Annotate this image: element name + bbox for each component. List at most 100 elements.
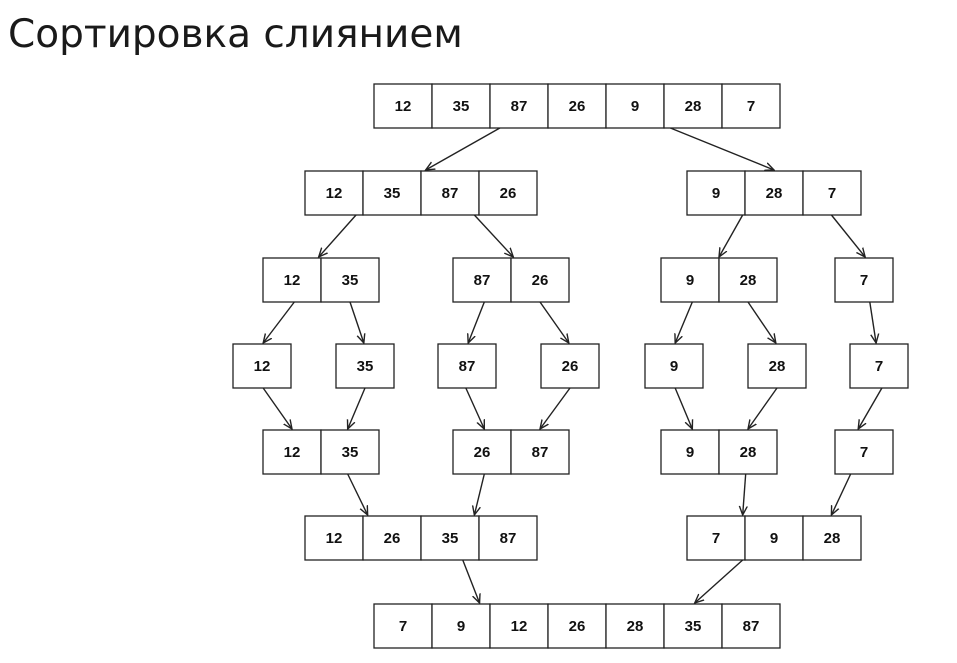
array-cell-value: 28 xyxy=(627,618,644,635)
arrow xyxy=(674,387,692,429)
array-cell xyxy=(431,83,491,129)
array-cell xyxy=(744,170,804,216)
array-cell-value: 9 xyxy=(770,530,778,547)
array-cell-value: 87 xyxy=(442,185,459,202)
array-cell xyxy=(510,257,570,303)
arrow xyxy=(830,214,865,257)
array-cell xyxy=(747,343,807,389)
array-cell xyxy=(663,83,723,129)
array-group-split-3-2: 35 xyxy=(335,343,395,389)
array-cell-value: 7 xyxy=(860,272,868,289)
array-cell-value: 9 xyxy=(712,185,720,202)
array-cell-value: 87 xyxy=(511,98,528,115)
array-cell xyxy=(478,515,538,561)
array-cell xyxy=(510,429,570,475)
array-cell-value: 12 xyxy=(254,358,271,375)
arrow xyxy=(349,301,364,343)
array-cell-value: 12 xyxy=(511,618,528,635)
arrow xyxy=(695,559,744,603)
array-group-split-3-1: 12 xyxy=(232,343,292,389)
array-group-split-3-4: 26 xyxy=(540,343,600,389)
array-cell-value: 9 xyxy=(686,272,694,289)
array-cell-value: 87 xyxy=(532,444,549,461)
arrow xyxy=(748,387,778,429)
array-cell-value: 26 xyxy=(569,98,586,115)
arrow xyxy=(348,387,366,429)
array-cell xyxy=(540,343,600,389)
array-cell-value: 7 xyxy=(860,444,868,461)
array-cell-value: 12 xyxy=(326,185,343,202)
array-cell xyxy=(644,343,704,389)
array-cell xyxy=(232,343,292,389)
array-cell-value: 28 xyxy=(740,444,757,461)
array-cell-value: 28 xyxy=(685,98,702,115)
array-cell xyxy=(262,257,322,303)
array-cell xyxy=(718,429,778,475)
array-cell-value: 28 xyxy=(824,530,841,547)
array-group-split-3-5: 9 xyxy=(644,343,704,389)
array-cell xyxy=(431,603,491,649)
arrow xyxy=(319,214,357,257)
array-cell-value: 28 xyxy=(769,358,786,375)
array-cell xyxy=(489,83,549,129)
array-cell-value: 35 xyxy=(357,358,374,375)
array-cell-value: 35 xyxy=(384,185,401,202)
array-cell-value: 7 xyxy=(875,358,883,375)
array-group-split-3-3: 87 xyxy=(437,343,497,389)
array-cell xyxy=(663,603,723,649)
array-cell xyxy=(452,429,512,475)
arrow xyxy=(539,301,569,343)
array-cell xyxy=(834,429,894,475)
array-cell xyxy=(834,257,894,303)
array-cell-value: 35 xyxy=(685,618,702,635)
arrow xyxy=(465,387,484,429)
array-cell xyxy=(437,343,497,389)
array-cell xyxy=(744,515,804,561)
array-group-merge-1-2: 26 87 xyxy=(452,429,570,475)
array-cell-value: 35 xyxy=(342,444,359,461)
array-group-merge-1-4: 7 xyxy=(834,429,894,475)
array-cell xyxy=(660,257,720,303)
array-cell-value: 7 xyxy=(747,98,755,115)
array-cell-value: 26 xyxy=(474,444,491,461)
array-cell xyxy=(362,515,422,561)
array-group-split-2-4: 7 xyxy=(834,257,894,303)
array-cell xyxy=(320,257,380,303)
array-cell xyxy=(262,429,322,475)
array-cell xyxy=(547,603,607,649)
array-cell xyxy=(335,343,395,389)
array-cell xyxy=(802,515,862,561)
array-cell xyxy=(718,257,778,303)
array-cell xyxy=(304,170,364,216)
arrow xyxy=(719,214,744,257)
arrow xyxy=(473,214,513,257)
array-cell-value: 9 xyxy=(670,358,678,375)
array-group-split-3-6: 28 xyxy=(747,343,807,389)
arrow xyxy=(743,473,746,515)
array-cell-value: 35 xyxy=(342,272,359,289)
array-cell-value: 26 xyxy=(384,530,401,547)
array-cell xyxy=(420,170,480,216)
array-cell xyxy=(660,429,720,475)
array-cell-value: 26 xyxy=(532,272,549,289)
array-cell-value: 87 xyxy=(500,530,517,547)
array-cell-value: 7 xyxy=(712,530,720,547)
array-cell xyxy=(362,170,422,216)
array-cell-value: 9 xyxy=(457,618,465,635)
array-cell xyxy=(802,170,862,216)
array-group-split-3-7: 7 xyxy=(849,343,909,389)
array-cell xyxy=(478,170,538,216)
array-cell xyxy=(721,603,781,649)
array-cell xyxy=(849,343,909,389)
arrow xyxy=(262,387,292,429)
